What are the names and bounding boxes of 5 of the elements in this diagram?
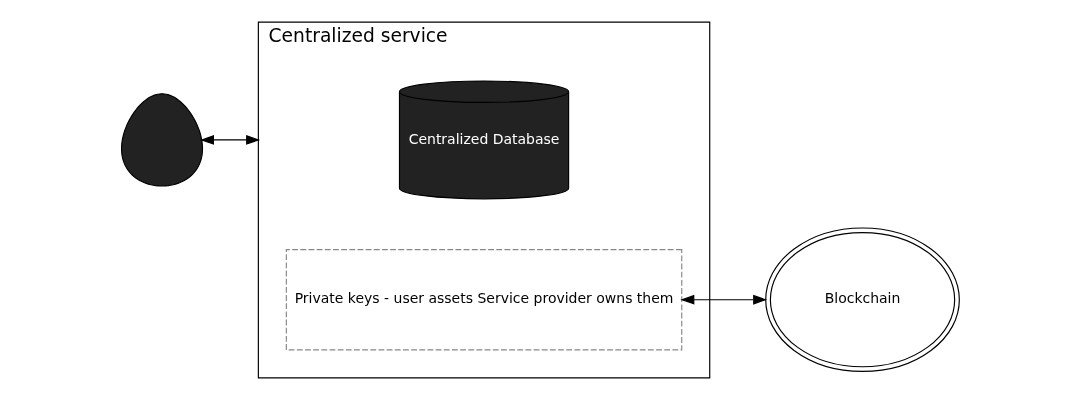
node-ellipse: Blockchain bbox=[764, 227, 960, 373]
node-person bbox=[120, 93, 203, 187]
arrow bbox=[679, 294, 767, 305]
arrow bbox=[199, 135, 260, 145]
node-box: Private keys - user assets Service provider owns them bbox=[285, 249, 682, 351]
